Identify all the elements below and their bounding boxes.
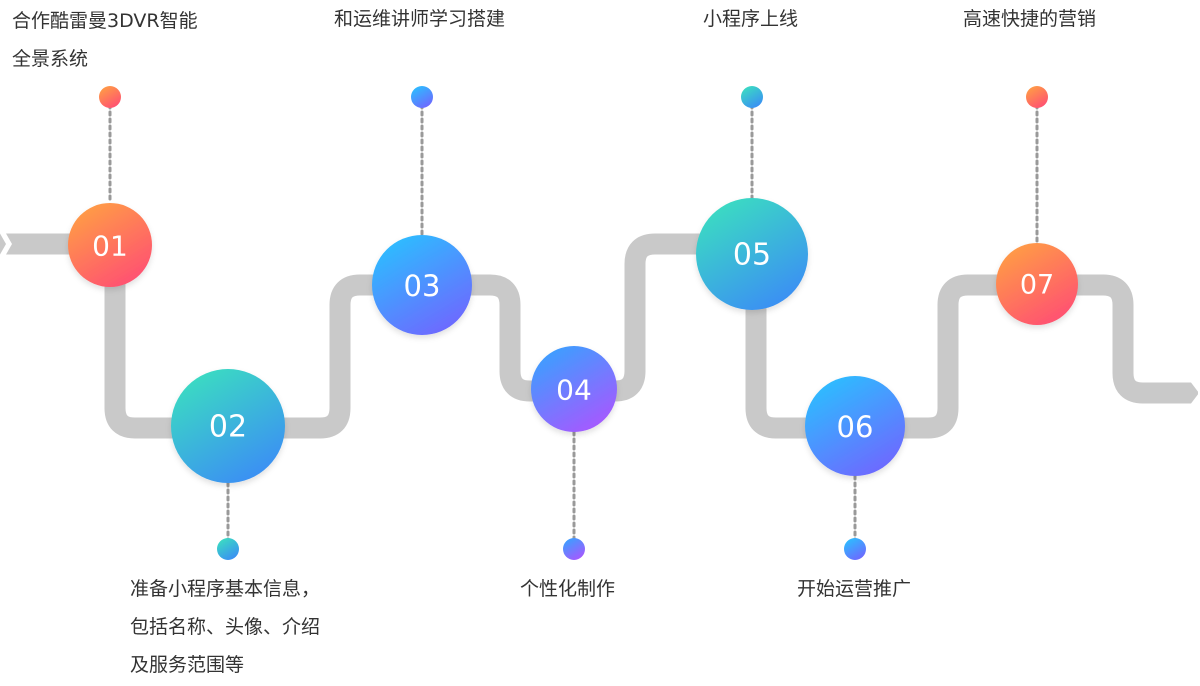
step-04-label: 个性化制作 xyxy=(520,570,615,608)
step-07-label: 高速快捷的营销 xyxy=(963,0,1096,38)
step-03-line-1: 和运维讲师学习搭建 xyxy=(334,8,506,30)
step-06-line-1: 开始运营推广 xyxy=(797,578,912,600)
step-03-label: 和运维讲师学习搭建 xyxy=(334,0,505,38)
step-02-number: 02 xyxy=(209,410,247,445)
step-04-circle xyxy=(531,346,617,432)
step-07-number: 07 xyxy=(1020,270,1054,301)
step-07-line-1: 高速快捷的营销 xyxy=(963,8,1097,30)
step-05-number: 05 xyxy=(733,238,771,273)
track-layer xyxy=(0,233,1200,439)
step-07-dot xyxy=(1026,86,1048,108)
step-05-circle xyxy=(696,198,808,310)
track-start-notch xyxy=(0,233,12,255)
step-02-line-1: 准备小程序基本信息， xyxy=(130,578,321,600)
step-03-circle xyxy=(372,235,472,335)
track-end-arrow xyxy=(1191,382,1200,404)
step-05-dot xyxy=(741,86,763,108)
step-01-line-1: 合作酷雷曼3DVR智能 xyxy=(12,10,198,32)
step-01-label: 合作酷雷曼3DVR智能 全景系统 xyxy=(12,2,198,78)
step-02-label: 准备小程序基本信息， 包括名称、头像、介绍 及服务范围等 xyxy=(130,570,320,684)
step-05-label: 小程序上线 xyxy=(703,0,798,38)
step-06-circle xyxy=(805,376,905,476)
connector-layer xyxy=(99,86,1048,560)
process-track xyxy=(0,233,1198,439)
step-02-line-3: 及服务范围等 xyxy=(130,654,245,676)
step-04-dot xyxy=(563,538,585,560)
step-06-label: 开始运营推广 xyxy=(797,570,911,608)
step-01-circle xyxy=(68,203,152,287)
step-02-line-2: 包括名称、头像、介绍 xyxy=(130,616,321,638)
step-01-dot xyxy=(99,86,121,108)
step-04-line-1: 个性化制作 xyxy=(520,578,616,600)
step-03-number: 03 xyxy=(404,269,441,303)
step-02-dot xyxy=(217,538,239,560)
step-06-number: 06 xyxy=(837,410,874,444)
step-03-dot xyxy=(411,86,433,108)
step-07-circle xyxy=(996,243,1078,325)
step-02-circle xyxy=(171,369,285,483)
step-01-number: 01 xyxy=(92,230,128,263)
step-01-line-2: 全景系统 xyxy=(12,48,89,70)
step-06-dot xyxy=(844,538,866,560)
step-04-number: 04 xyxy=(556,374,592,407)
circle-layer: 01 02 03 04 05 06 07 xyxy=(68,198,1078,483)
step-05-line-1: 小程序上线 xyxy=(703,8,799,30)
